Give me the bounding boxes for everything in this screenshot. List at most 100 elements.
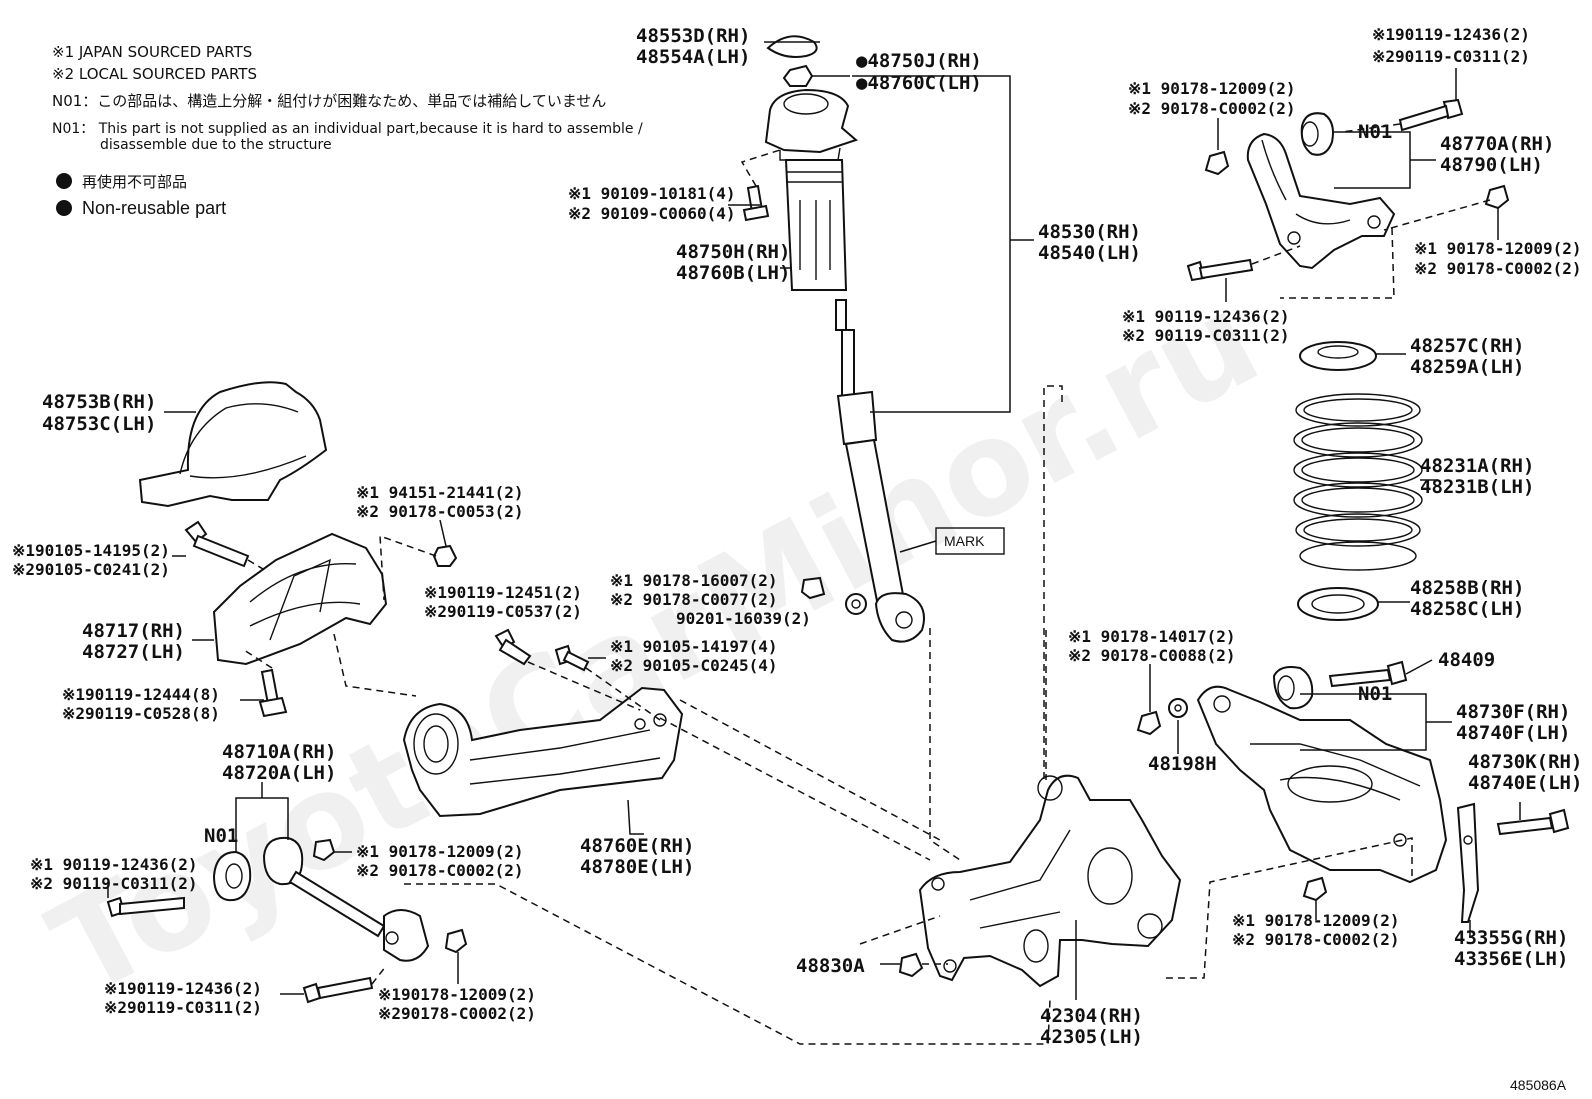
label-48259a: 48259A(LH) xyxy=(1410,356,1524,378)
label-48553d: 48553D(RH) xyxy=(636,25,750,47)
label-94151-2: ※2 90178-C0053(2) xyxy=(356,502,524,521)
label-48730k: 48730K(RH) xyxy=(1468,751,1582,773)
label-90178e-1: ※1 90178-12009(2) xyxy=(1414,239,1582,258)
label-48750h: 48750H(RH) xyxy=(676,241,790,263)
legend-n01-jp: N01：この部品は、構造上分解・組付けが困難なため、単品では補給していません xyxy=(52,92,606,110)
dash-trailing-arm xyxy=(659,717,931,861)
dash-48717 xyxy=(333,633,417,697)
label-90119c-2: ※2 90119-C0311(2) xyxy=(30,874,198,893)
spring-seat-48257c-drawing xyxy=(1299,341,1406,371)
label-42304: 42304(RH) xyxy=(1040,1005,1143,1027)
label-90119f-2: ※2 90119-C0311(2) xyxy=(1122,326,1290,345)
label-48760e: 48760E(RH) xyxy=(580,835,694,857)
spring-seat-48258b-drawing xyxy=(1297,587,1410,621)
label-90178c-2: ※290178-C0002(2) xyxy=(378,1004,536,1023)
label-94151-1: ※1 94151-21441(2) xyxy=(356,483,524,502)
nonreusable-dot-icon xyxy=(56,200,72,216)
labels: 48553D(RH) 48554A(LH) ●48750J(RH) ●48760… xyxy=(12,25,1582,1093)
label-48258c: 48258C(LH) xyxy=(1410,598,1524,620)
label-90105b-2: ※2 90105-C0245(4) xyxy=(610,656,778,675)
label-90105a-2: ※290105-C0241(2) xyxy=(12,560,170,579)
label-90178g-1: ※1 90178-12009(2) xyxy=(1232,911,1400,930)
label-90119f-1: ※1 90119-12436(2) xyxy=(1122,307,1290,326)
dash-trailing-arm-b xyxy=(679,699,941,841)
label-48717: 48717(RH) xyxy=(82,620,185,642)
figure-id: 485086A xyxy=(1510,1077,1567,1093)
nut-90178f-drawing xyxy=(1136,664,1188,754)
shock-nut-48750j-drawing xyxy=(782,64,850,87)
dash-upper-arm xyxy=(1280,227,1395,299)
label-90178d-2: ※2 90178-C0002(2) xyxy=(1128,99,1296,118)
legend-note2: ※2 LOCAL SOURCED PARTS xyxy=(52,65,257,83)
upper-arm-48770a-drawing xyxy=(1246,132,1396,270)
bracket-48717-drawing xyxy=(192,532,388,666)
label-90201: 90201-16039(2) xyxy=(676,609,811,628)
nut-48830a-drawing xyxy=(880,952,948,978)
nut-90178e-drawing xyxy=(1383,184,1510,240)
label-90119e-1: ※190119-12436(2) xyxy=(1372,25,1530,44)
bolt-48409-drawing xyxy=(1328,659,1433,688)
label-90178c-1: ※190178-12009(2) xyxy=(378,985,536,1004)
bolt-90119a-drawing xyxy=(240,649,288,718)
bolt-90119b-drawing xyxy=(494,628,641,711)
label-90119d-2: ※290119-C0311(2) xyxy=(104,998,262,1017)
label-90109-1: ※1 90109-10181(4) xyxy=(568,184,736,203)
trailing-arm-48760e-drawing xyxy=(402,686,684,835)
legend-nonreusable-en: Non-reusable part xyxy=(82,198,226,218)
dash-lower-arm xyxy=(1162,837,1413,979)
coil-spring-48231a-drawing xyxy=(1293,393,1438,571)
label-48554a: 48554A(LH) xyxy=(636,46,750,68)
legend-note1: ※1 JAPAN SOURCED PARTS xyxy=(52,43,252,61)
label-48727: 48727(LH) xyxy=(82,641,185,663)
label-90178a-1: ※1 90178-16007(2) xyxy=(610,571,778,590)
label-48750j: ●48750J(RH) xyxy=(856,50,982,72)
label-48257c: 48257C(RH) xyxy=(1410,335,1524,357)
dash-48830a xyxy=(859,915,941,945)
nut-90178b-drawing xyxy=(312,838,352,862)
knuckle-42304-drawing xyxy=(918,774,1182,1000)
dash-upper-arm-to-knuckle xyxy=(1043,385,1063,780)
mark-callout: MARK xyxy=(899,527,1005,555)
upper-support-drawing xyxy=(764,88,858,161)
bracket-43355g-drawing xyxy=(1456,802,1480,938)
label-48753c: 48753C(LH) xyxy=(42,413,156,435)
label-48830a: 48830A xyxy=(796,955,865,977)
legend-n01-en-line1: N01： This part is not supplied as an ind… xyxy=(52,121,643,137)
lower-arm-48730f-drawing xyxy=(1196,685,1448,884)
label-48790: 48790(LH) xyxy=(1440,154,1543,176)
bolt-90119c-drawing xyxy=(106,882,185,918)
shock-absorber-48530-drawing xyxy=(835,299,925,643)
legend: ※1 JAPAN SOURCED PARTS ※2 LOCAL SOURCED … xyxy=(52,43,643,218)
label-48770a: 48770A(RH) xyxy=(1440,133,1554,155)
dash-toe-link xyxy=(404,883,1051,1045)
bolt-90119e-drawing xyxy=(1341,68,1464,133)
nut-90178d-drawing xyxy=(1204,118,1230,176)
bolt-90119g-drawing xyxy=(1496,802,1570,836)
legend-n01-en-line2: disassemble due to the structure xyxy=(100,137,332,153)
nut-90178c-drawing xyxy=(444,928,468,984)
label-90178f-2: ※2 90178-C0088(2) xyxy=(1068,646,1236,665)
label-43355g: 43355G(RH) xyxy=(1454,927,1568,949)
label-n01-a: N01 xyxy=(204,825,238,847)
label-48720a: 48720A(LH) xyxy=(222,762,336,784)
label-48540: 48540(LH) xyxy=(1038,242,1141,264)
label-48740e: 48740E(LH) xyxy=(1468,772,1582,794)
legend-nonreusable-jp: 再使用不可部品 xyxy=(82,173,187,191)
label-90178b-2: ※2 90178-C0002(2) xyxy=(356,861,524,880)
toe-link-48710a-drawing xyxy=(212,782,430,962)
bolt-90109-drawing xyxy=(740,149,781,222)
nonreusable-dot-icon xyxy=(56,173,72,189)
cover-48753b-drawing xyxy=(138,381,328,508)
bolt-90119f-drawing xyxy=(1186,245,1301,302)
nut-90178g-drawing xyxy=(1302,876,1328,920)
label-48740f: 48740F(LH) xyxy=(1456,722,1570,744)
label-90178g-2: ※2 90178-C0002(2) xyxy=(1232,930,1400,949)
label-90105a-1: ※190105-14195(2) xyxy=(12,541,170,560)
label-n01-c: N01 xyxy=(1358,683,1392,705)
dash-shock-to-knuckle xyxy=(929,628,961,861)
label-48780e: 48780E(LH) xyxy=(580,856,694,878)
label-48760b: 48760B(LH) xyxy=(676,262,790,284)
label-90178e-2: ※2 90178-C0002(2) xyxy=(1414,259,1582,278)
label-48258b: 48258B(RH) xyxy=(1410,577,1524,599)
